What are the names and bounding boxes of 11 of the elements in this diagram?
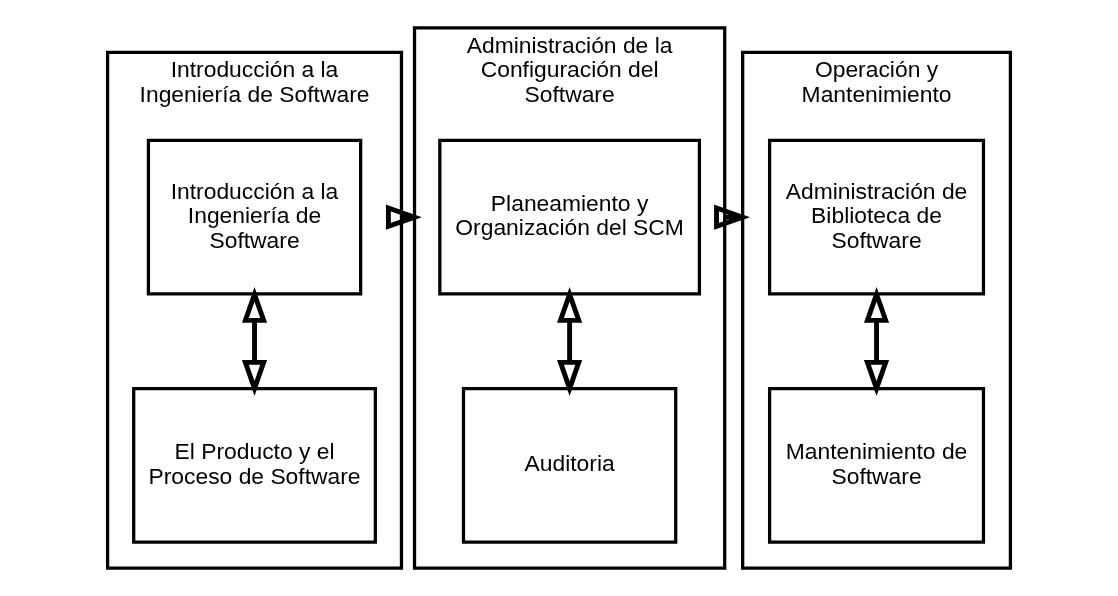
arrow	[863, 286, 890, 396]
node-box: El Producto y el Proceso de Software	[132, 386, 377, 544]
arrow	[557, 286, 583, 396]
node-box: Mantenimiento de Software	[767, 386, 986, 544]
node-box: Planeamiento y Organización del SCM	[438, 138, 702, 296]
node-box: Introducción a la Ingeniería de Software	[146, 138, 363, 296]
arrow	[241, 286, 268, 396]
arrow	[714, 204, 751, 230]
node-box: Auditoria	[461, 386, 678, 544]
arrow	[385, 204, 422, 230]
node-box: Administración de Biblioteca de Software	[767, 138, 986, 296]
